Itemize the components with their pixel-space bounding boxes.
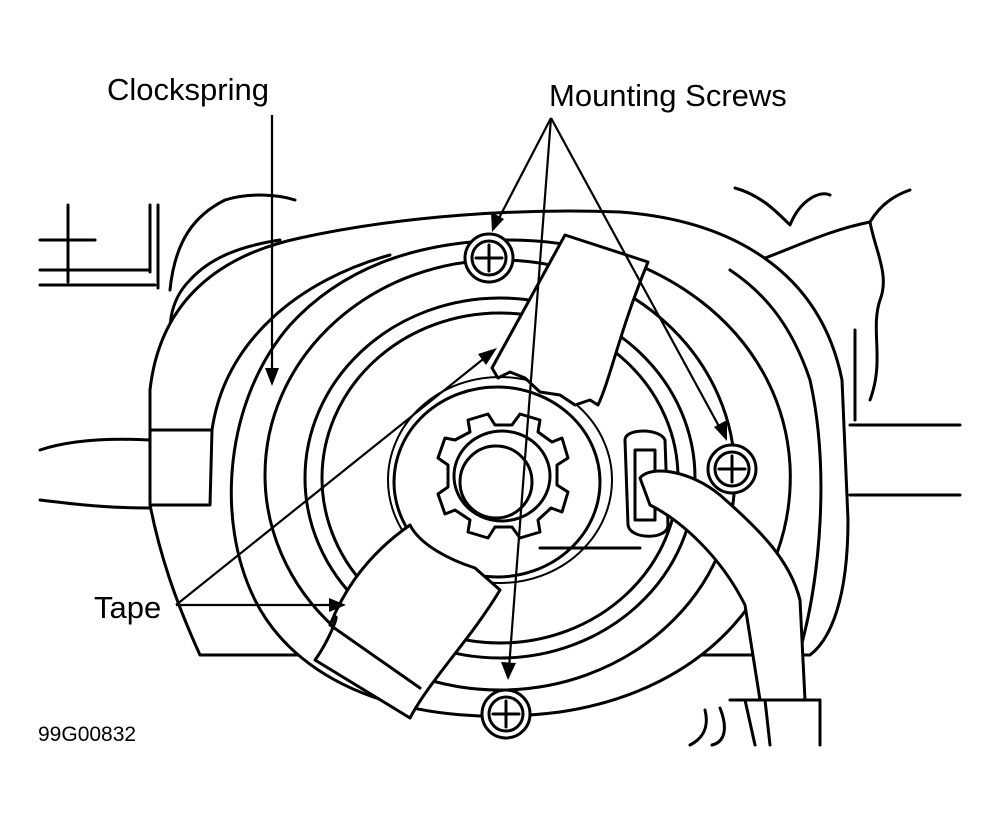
column-cover-grille xyxy=(38,193,297,362)
leader-mounting-screws xyxy=(491,117,727,680)
figure-id-label: 99G00832 xyxy=(38,723,137,746)
clockspring-hub xyxy=(436,412,642,550)
leader-clockspring xyxy=(265,115,279,386)
clockspring-connector xyxy=(623,429,822,747)
steering-spokes xyxy=(38,328,962,510)
column-shroud-right xyxy=(733,186,912,402)
mounting-screw-right xyxy=(706,443,758,495)
mounting-screws-label: Mounting Screws xyxy=(549,78,787,113)
tape-upper xyxy=(490,233,650,407)
tape-label: Tape xyxy=(94,590,162,625)
mounting-screw-bottom xyxy=(480,688,532,740)
clockspring-label: Clockspring xyxy=(107,72,269,107)
tape-lower xyxy=(313,523,502,720)
leader-tape xyxy=(175,348,497,612)
mounting-screw-top xyxy=(463,232,515,284)
